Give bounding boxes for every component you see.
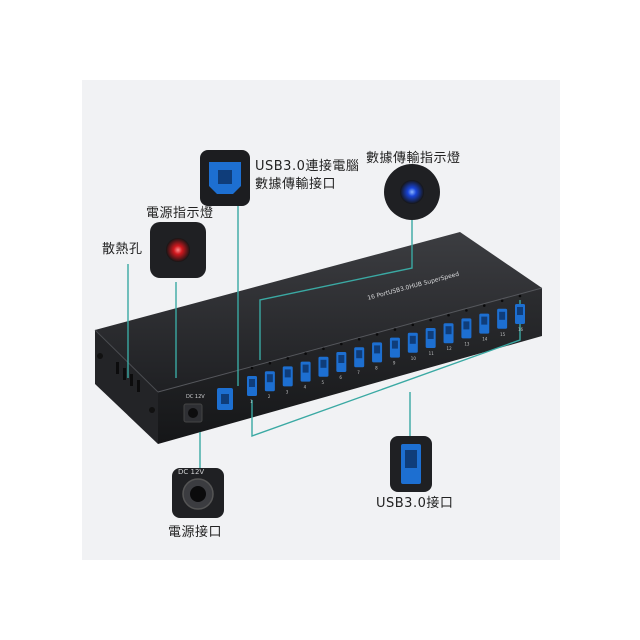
port-indicator-led [465, 309, 468, 312]
port-number: 10 [411, 356, 417, 361]
usb-port-row [247, 304, 525, 396]
label-power-indicator: 電源指示燈 [146, 206, 214, 221]
label-data-indicator: 數據傳輸指示燈 [366, 151, 461, 166]
data-led-icon [400, 180, 424, 204]
hub-top-surface [95, 232, 542, 392]
usb-port-inner [499, 311, 506, 320]
port-indicator-led [429, 318, 432, 322]
port-number: 15 [500, 332, 506, 337]
port-indicator-led [393, 328, 397, 331]
port-indicator-led [357, 337, 361, 341]
port-indicator-led [250, 366, 254, 370]
hub-left-face [95, 330, 158, 444]
indicator-led-row [250, 294, 522, 370]
mount-hole [149, 407, 155, 413]
dc-label-zoom: DC 12V [178, 468, 204, 476]
port-number: 5 [321, 380, 324, 385]
power-led-icon [166, 238, 190, 262]
port-number: 14 [482, 337, 488, 342]
port-indicator-led [375, 333, 379, 336]
zoom-usb-a [390, 436, 432, 492]
port-number: 6 [339, 375, 342, 380]
usb-port-inner [374, 345, 381, 354]
port-number: 3 [286, 389, 289, 394]
label-usb-b-line1: USB3.0連接電腦 [255, 159, 360, 174]
port-indicator-led [286, 357, 290, 360]
port-indicator-led [518, 294, 522, 298]
zoom-power-indicator [150, 222, 206, 278]
port-indicator-led [304, 352, 307, 355]
label-usb-b-line2: 數據傳輸接口 [255, 177, 337, 192]
dc-jack-hole [188, 408, 198, 418]
usb-port-inner [517, 307, 523, 315]
usb-port-inner [445, 326, 452, 335]
port-indicator-led [482, 304, 486, 307]
port-number: 9 [393, 361, 396, 366]
port-number: 8 [375, 365, 378, 370]
port-indicator-led [322, 347, 325, 351]
usb-port-inner [249, 379, 255, 387]
port-number: 4 [304, 385, 307, 390]
usb-port-inner [463, 321, 470, 330]
zoom-data-indicator [384, 164, 440, 220]
port-number: 16 [518, 327, 524, 332]
mount-hole [97, 353, 103, 359]
port-indicator-led [447, 313, 450, 317]
port-indicator-led [340, 342, 343, 346]
power-jack-icon [190, 486, 206, 502]
port-number: 11 [429, 351, 435, 356]
callout-line-data-indicator [259, 220, 413, 360]
port-number: 13 [464, 341, 470, 346]
usb-port-inner [320, 359, 327, 368]
usb-port-inner [481, 316, 488, 325]
port-number: 1 [250, 399, 253, 404]
usb-b-port-inner [221, 394, 229, 404]
usb-port-inner [427, 331, 434, 339]
usb-port-inner [266, 374, 273, 383]
port-number: 12 [447, 346, 453, 351]
label-heat-vent: 散熱孔 [102, 242, 143, 257]
heat-vent-slots [116, 362, 140, 392]
dc-label: DC 12V [186, 394, 205, 400]
usb-port-inner [356, 350, 363, 359]
label-power-jack: 電源接口 [168, 525, 223, 540]
usb-port-inner [284, 369, 291, 378]
port-indicator-led [268, 361, 272, 365]
usb-port-inner [338, 355, 345, 363]
port-indicator-led [500, 299, 504, 303]
usb-port-inner [302, 364, 309, 373]
port-number: 2 [268, 394, 271, 399]
usb-port-inner [391, 340, 398, 349]
label-usb-ports: USB3.0接口 [376, 496, 454, 511]
zoom-usb-b [200, 150, 250, 206]
port-number: 7 [357, 370, 360, 375]
rear-connectors [183, 388, 233, 423]
zoom-power-jack [172, 468, 224, 518]
usb-port-inner [409, 335, 416, 344]
port-indicator-led [411, 323, 415, 327]
